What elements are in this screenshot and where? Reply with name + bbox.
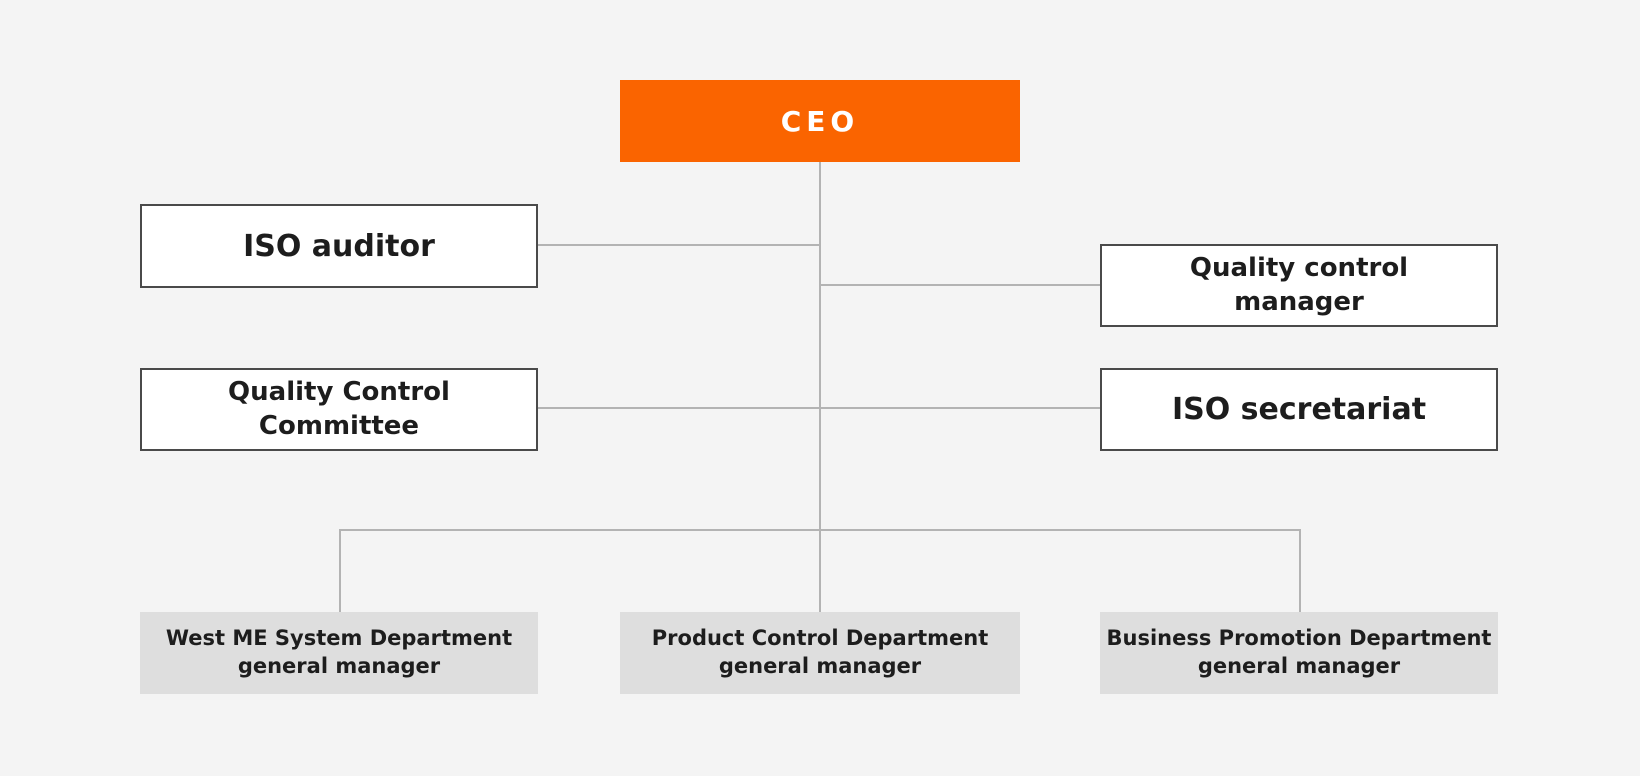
label-line-1: Quality control	[1189, 252, 1409, 283]
org-node-quality-control-committee: Quality Control Committee	[140, 368, 538, 451]
org-node-business-promotion-department: Business Promotion Department general ma…	[1100, 612, 1498, 694]
label-line-2: Committee	[258, 410, 420, 441]
connector-iso-auditor-horizontal	[538, 244, 820, 246]
label-line-2: general manager	[237, 654, 441, 678]
org-node-quality-control-manager-label: Quality control manager	[1190, 252, 1408, 320]
label-line-2: general manager	[1197, 654, 1401, 678]
org-node-iso-auditor-label: ISO auditor	[243, 228, 435, 264]
connector-departments-horizontal	[339, 529, 1301, 531]
label-line-1: Product Control Department	[651, 626, 989, 651]
connector-drop-right-vertical	[1299, 529, 1301, 612]
label-line-2: manager	[1234, 286, 1364, 317]
label-line-1: Business Promotion Department	[1106, 626, 1492, 651]
org-node-product-control-department: Product Control Department general manag…	[620, 612, 1020, 694]
org-node-ceo-label: CEO	[780, 104, 860, 138]
label-line-2: general manager	[718, 654, 922, 678]
label-line-1: Quality Control	[228, 376, 450, 407]
connector-committee-secretariat-horizontal	[538, 407, 1100, 409]
org-node-iso-secretariat: ISO secretariat	[1100, 368, 1498, 451]
connector-ceo-trunk-vertical	[819, 162, 821, 612]
org-node-product-control-department-label: Product Control Department general manag…	[652, 625, 988, 680]
org-node-quality-control-committee-label: Quality Control Committee	[228, 376, 450, 444]
org-node-iso-secretariat-label: ISO secretariat	[1171, 392, 1427, 427]
connector-quality-control-manager-horizontal	[820, 284, 1100, 286]
org-node-business-promotion-department-label: Business Promotion Department general ma…	[1107, 625, 1492, 680]
org-node-west-me-system-department: West ME System Department general manage…	[140, 612, 538, 694]
org-node-quality-control-manager: Quality control manager	[1100, 244, 1498, 327]
label-line-1: West ME System Department	[165, 626, 513, 651]
org-node-iso-auditor: ISO auditor	[140, 204, 538, 288]
org-node-ceo: CEO	[620, 80, 1020, 162]
connector-drop-left-vertical	[339, 529, 341, 612]
org-node-west-me-system-department-label: West ME System Department general manage…	[166, 625, 512, 680]
